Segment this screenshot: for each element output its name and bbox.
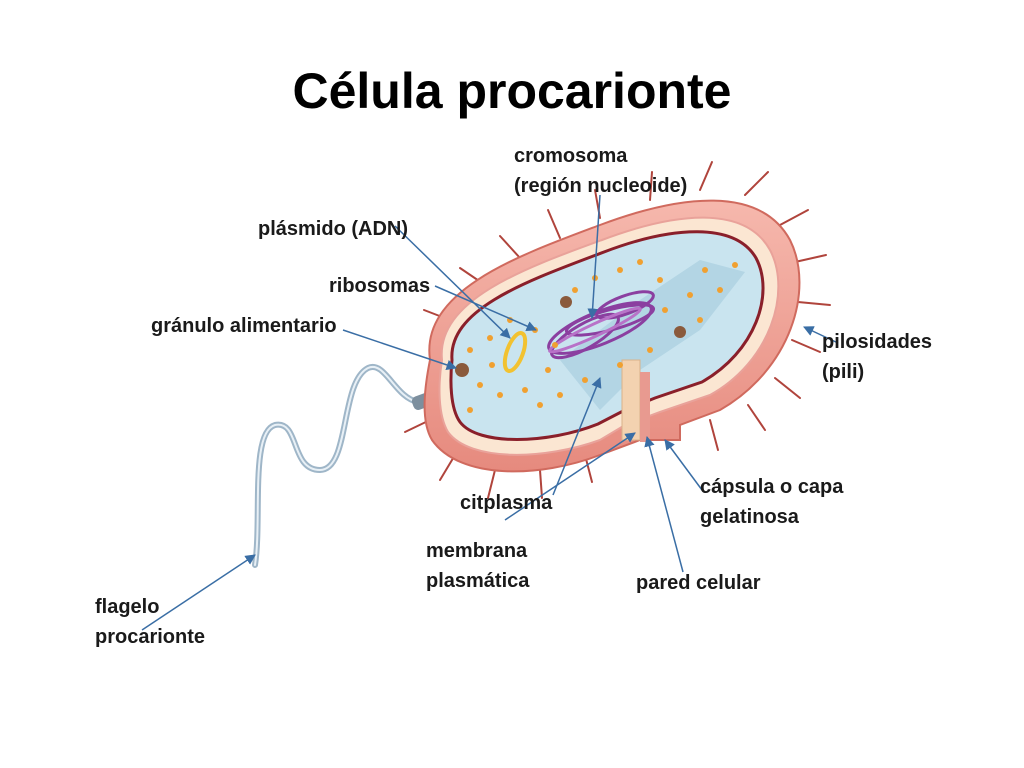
arrow-flagelo xyxy=(141,554,256,631)
wall-cut-edge xyxy=(621,359,641,441)
flagellum xyxy=(252,363,421,568)
arrow-cromosoma xyxy=(587,194,601,320)
label-ribosomas: ribosomas xyxy=(329,275,431,297)
arrow-pili xyxy=(803,326,839,344)
arrow-granulo xyxy=(342,329,457,370)
arrow-capsula xyxy=(664,439,703,491)
arrow-plasmido xyxy=(394,225,511,339)
label-capsula: cápsula o capa gelatinosa xyxy=(700,476,844,528)
slide-title: Célula procarionte xyxy=(292,63,732,119)
arrow-ribosomas xyxy=(434,285,537,332)
label-citoplasma: citplasma xyxy=(460,492,553,514)
arrow-membrana xyxy=(504,432,636,521)
label-pared: pared celular xyxy=(636,572,761,594)
arrow-citoplasma xyxy=(552,377,602,496)
plasmid xyxy=(502,331,528,373)
label-plasmido: plásmido (ADN) xyxy=(258,218,408,240)
label-cromosoma: cromosoma (región nucleoide) xyxy=(514,145,688,197)
cytoplasm-cutaway xyxy=(560,260,745,410)
label-flagelo: flagelo procarionte xyxy=(95,596,206,648)
label-membrana: membrana plasmática xyxy=(426,540,530,592)
label-granulo: gránulo alimentario xyxy=(151,315,337,337)
label-pili: pilosidades (pili) xyxy=(822,331,933,383)
callout-arrows xyxy=(141,194,839,631)
food-granule xyxy=(455,363,469,377)
arrow-pared xyxy=(644,435,684,573)
pili xyxy=(404,161,831,499)
ribosomes xyxy=(467,259,738,413)
